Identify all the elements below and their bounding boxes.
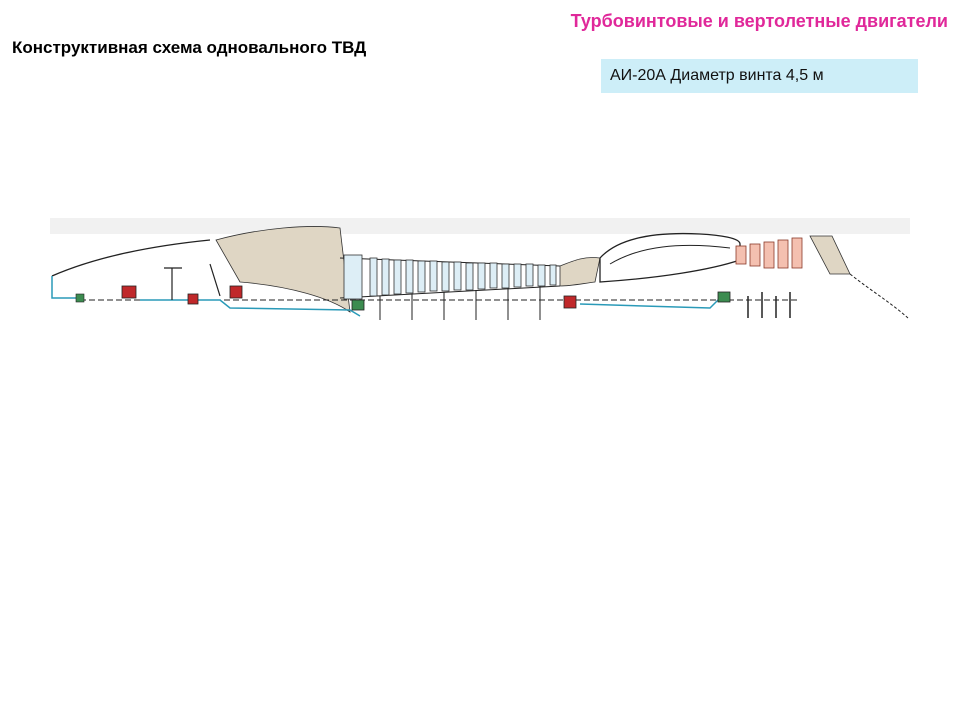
compressor-stage-first [343,254,363,300]
exhaust-jet-contour [849,273,909,319]
bearing-intake [209,263,243,299]
bearing-front [121,285,137,299]
slide-title: Конструктивная схема одновального ТВД [12,38,367,57]
combustion-liner [609,244,731,265]
engine-caption: АИ-20А Диаметр винта 4,5 м [601,59,918,93]
diffuser [559,257,601,287]
turbine-stages [735,237,803,269]
background-ghost [50,218,910,234]
compressor-stages [369,257,557,297]
turbine-shafts [747,292,791,318]
intake-duct [215,226,351,313]
oil-line-middle [140,299,361,317]
section-title: Турбовинтовые и вертолетные двигатели [570,11,948,31]
bearing-reduction-gear [164,267,199,305]
bearing-turbine [717,291,731,303]
oil-line-front [51,276,76,299]
bearing-compressor-rear [563,295,577,309]
engine-schematic [40,200,920,330]
exhaust-cone [809,235,851,275]
bearing-nose [75,293,85,303]
oil-line-rear [579,297,721,309]
intake-outer-contour [51,239,211,277]
bearing-compressor-front [351,299,365,311]
